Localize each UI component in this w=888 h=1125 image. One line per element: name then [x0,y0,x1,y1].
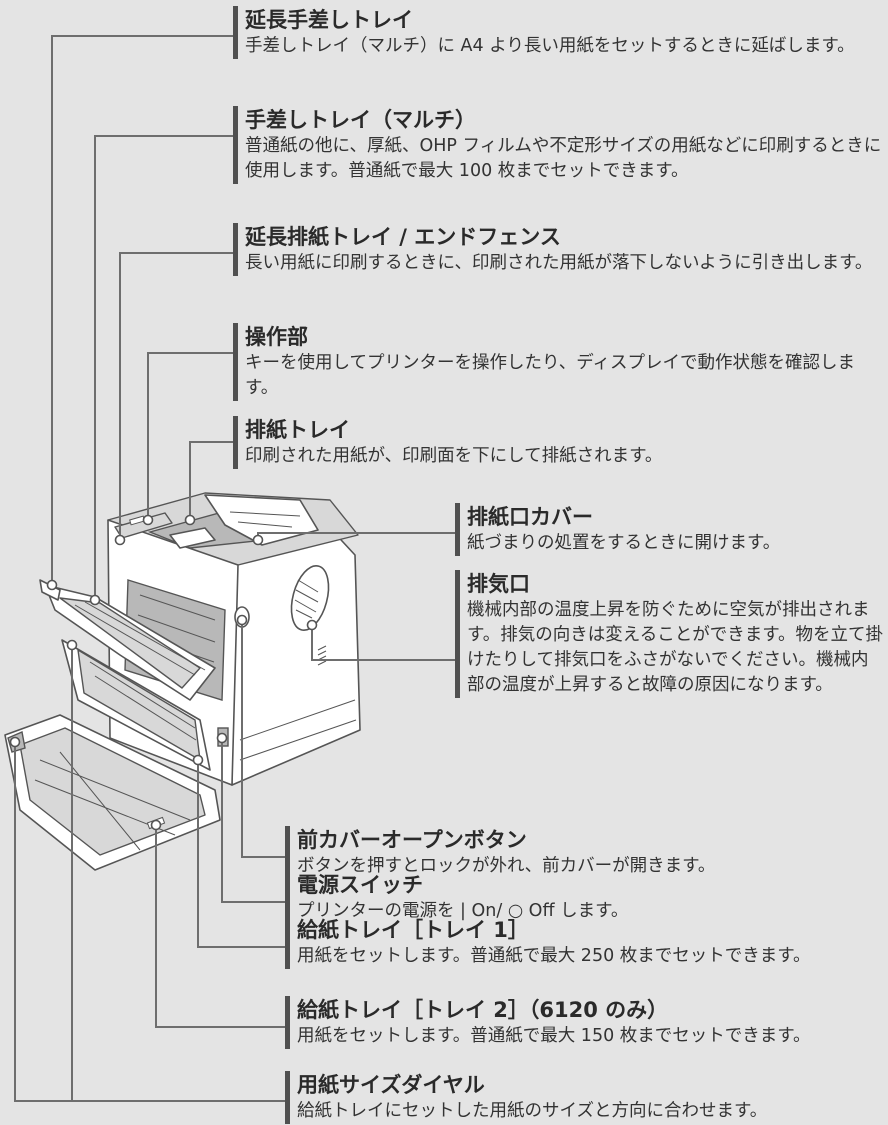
callout-title: 操作部 [245,325,308,349]
callout-output-cover: 排紙口カバー 紙づまりの処置をするときに開けます。 [455,503,885,556]
manual-tray-graphic [39,579,216,701]
callout-description: プリンターの電源を | On/ ○ Off します。 [297,901,629,921]
callout-paper-size-dial: 用紙サイズダイヤル 給紙トレイにセットした用紙のサイズと方向に合わせます。 [285,1071,888,1124]
leader-lines [14,35,455,1102]
callout-extension-manual-tray: 延長手差しトレイ 手差しトレイ（マルチ）に A4 より長い用紙をセットするときに… [233,6,885,59]
callout-description: 長い用紙に印刷するときに、印刷された用紙が落下しないように引き出します。 [245,253,873,273]
callout-manual-tray: 手差しトレイ（マルチ） 普通紙の他に、厚紙、OHP フィルムや不定形サイズの用紙… [233,106,885,184]
callout-title: 手差しトレイ（マルチ） [245,108,476,132]
callout-description: 用紙をセットします。普通紙で最大 250 枚までセットできます。 [297,946,811,966]
callout-extension-output-tray: 延長排紙トレイ / エンドフェンス 長い用紙に印刷するときに、印刷された用紙が落… [233,223,885,276]
callout-title: 電源スイッチ [297,873,423,897]
callout-paper-tray-1: 給紙トレイ［トレイ 1］ 用紙をセットします。普通紙で最大 250 枚までセット… [285,916,888,969]
callout-title: 用紙サイズダイヤル [297,1073,485,1097]
callout-description: ボタンを押すとロックが外れ、前カバーが開きます。 [297,856,716,876]
callout-title: 排紙口カバー [467,505,593,529]
callout-description: 給紙トレイにセットした用紙のサイズと方向に合わせます。 [297,1101,768,1121]
callout-description: キーを使用してプリンターを操作したり、ディスプレイで動作状態を確認します。 [245,353,856,398]
callout-output-tray: 排紙トレイ 印刷された用紙が、印刷面を下にして排紙されます。 [233,416,885,469]
callout-title: 延長排紙トレイ / エンドフェンス [245,225,561,249]
anchor-dots [9,514,318,831]
callout-description: 機械内部の温度上昇を防ぐために空気が排出されます。排気の向きは変えることができま… [467,600,883,695]
callout-description: 印刷された用紙が、印刷面を下にして排紙されます。 [245,446,663,466]
callout-description: 普通紙の他に、厚紙、OHP フィルムや不定形サイズの用紙などに印刷するときに使用… [245,136,882,181]
callout-title: 前カバーオープンボタン [297,828,527,852]
callout-front-cover-button: 前カバーオープンボタン ボタンを押すとロックが外れ、前カバーが開きます。 [285,826,888,879]
callout-title: 排紙トレイ [245,418,350,442]
callout-title: 排気口 [467,572,530,596]
callout-description: 紙づまりの処置をするときに開けます。 [467,533,781,553]
callout-description: 手差しトレイ（マルチ）に A4 より長い用紙をセットするときに延ばします。 [245,36,855,56]
callout-control-panel: 操作部 キーを使用してプリンターを操作したり、ディスプレイで動作状態を確認します… [233,323,885,401]
callout-paper-tray-2: 給紙トレイ［トレイ 2］（6120 のみ） 用紙をセットします。普通紙で最大 1… [285,996,888,1049]
callout-title: 給紙トレイ［トレイ 2］（6120 のみ） [297,998,669,1022]
callout-power-switch: 電源スイッチ プリンターの電源を | On/ ○ Off します。 [285,871,888,924]
callout-exhaust-vent: 排気口 機械内部の温度上昇を防ぐために空気が排出されます。排気の向きは変えること… [455,570,885,698]
callout-title: 延長手差しトレイ [245,8,413,32]
callout-title: 給紙トレイ［トレイ 1］ [297,918,529,942]
callout-description: 用紙をセットします。普通紙で最大 150 枚までセットできます。 [297,1026,811,1046]
